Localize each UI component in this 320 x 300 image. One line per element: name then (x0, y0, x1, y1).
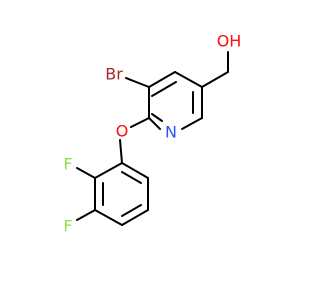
bond (76, 167, 96, 179)
bond (148, 71, 176, 88)
bond (121, 209, 149, 226)
structure-diagram: Br O N OH F F (63, 32, 242, 236)
bond (174, 71, 203, 88)
bond (121, 171, 142, 184)
bond (148, 117, 161, 130)
bond (151, 113, 163, 122)
bond (76, 209, 96, 221)
bond (181, 117, 203, 130)
bond (94, 209, 123, 226)
fluorine-para-label: F (63, 217, 72, 236)
molecule-drawing: Br O N OH F F (63, 32, 242, 236)
bond (151, 81, 177, 97)
bromine-label: Br (105, 65, 123, 84)
fluorine-ortho-label: F (63, 155, 72, 174)
hydroxyl-label: OH (217, 32, 242, 51)
bond (201, 71, 229, 88)
bond (121, 162, 149, 179)
ether-oxygen-label: O (116, 122, 129, 141)
pyridine-nitrogen-label: N (165, 123, 177, 142)
bond (121, 204, 142, 217)
bond (119, 139, 123, 164)
bond (94, 162, 123, 179)
bond (130, 117, 150, 128)
bond (125, 77, 150, 88)
